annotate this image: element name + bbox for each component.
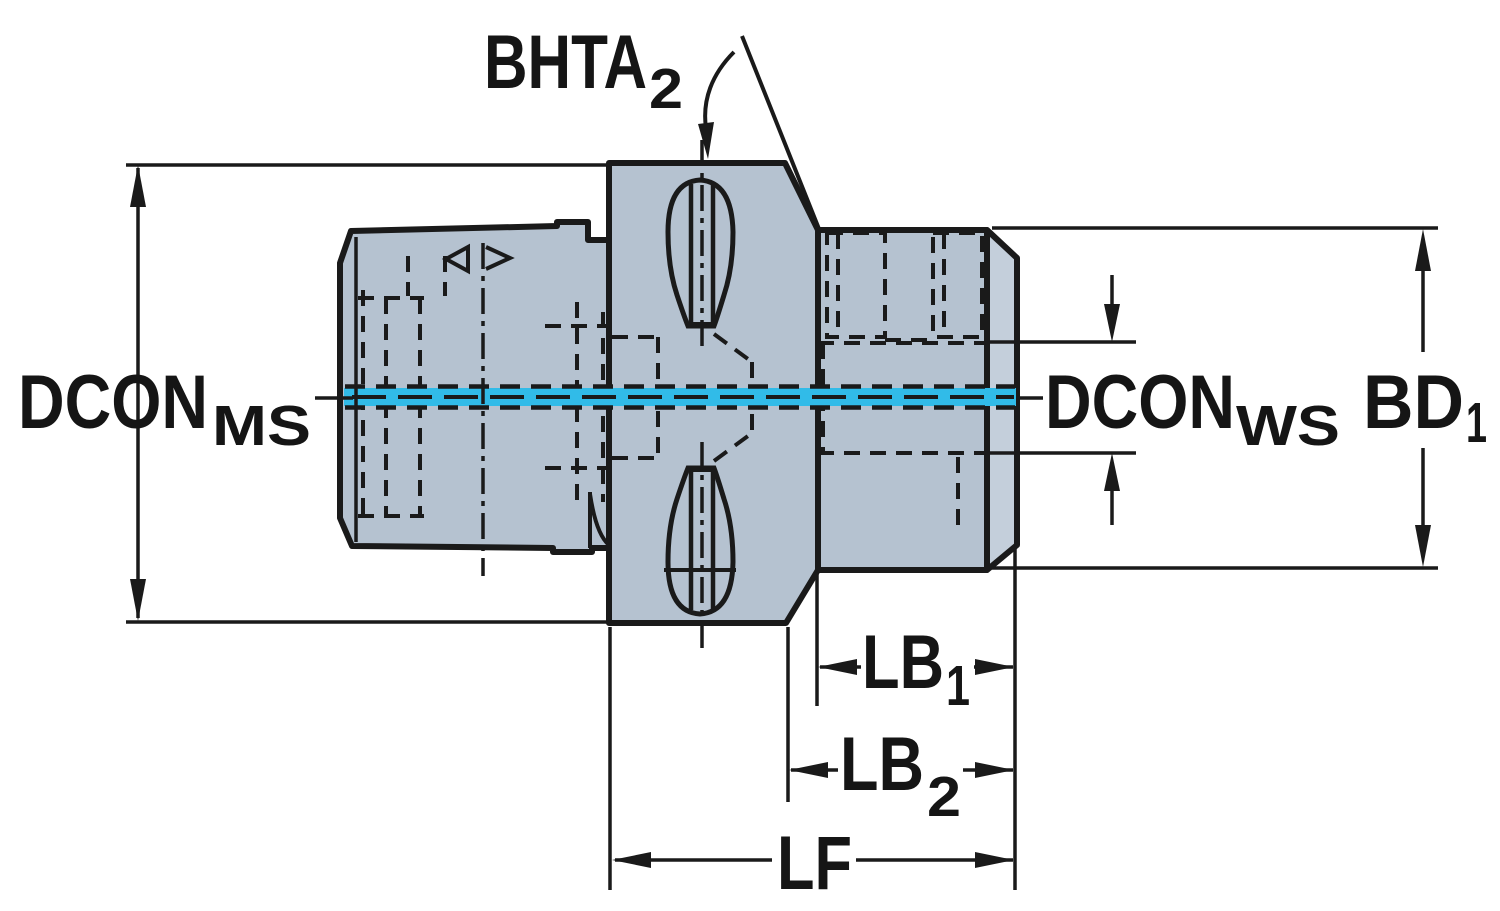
label-lb1: LB [862,620,944,705]
slot-top [665,177,736,329]
label-lb2: LB [840,722,924,807]
label-bd1: BD [1363,360,1464,445]
label-bhta2-sub: 2 [649,57,683,121]
slot-bottom [665,465,736,617]
label-dcon-ws: DCON [1045,360,1235,445]
label-lf: LF [777,821,852,906]
dimension-arrowheads [130,122,1431,868]
label-bhta2: BHTA [484,20,647,105]
label-dcon-ws-sub: WS [1236,394,1340,458]
label-bd1-sub: 1 [1466,391,1487,455]
label-dcon-ms: DCON [18,360,208,445]
detail-lines [354,177,736,617]
label-dcon-ms-sub: MS [212,394,311,458]
label-lb2-sub: 2 [927,765,961,829]
coolant-channel [344,384,1016,410]
dimension-labels: BHTA 2 DCON MS DCON WS BD 1 LB 1 LB 2 LF [18,20,1487,906]
label-lb1-sub: 1 [946,654,970,718]
